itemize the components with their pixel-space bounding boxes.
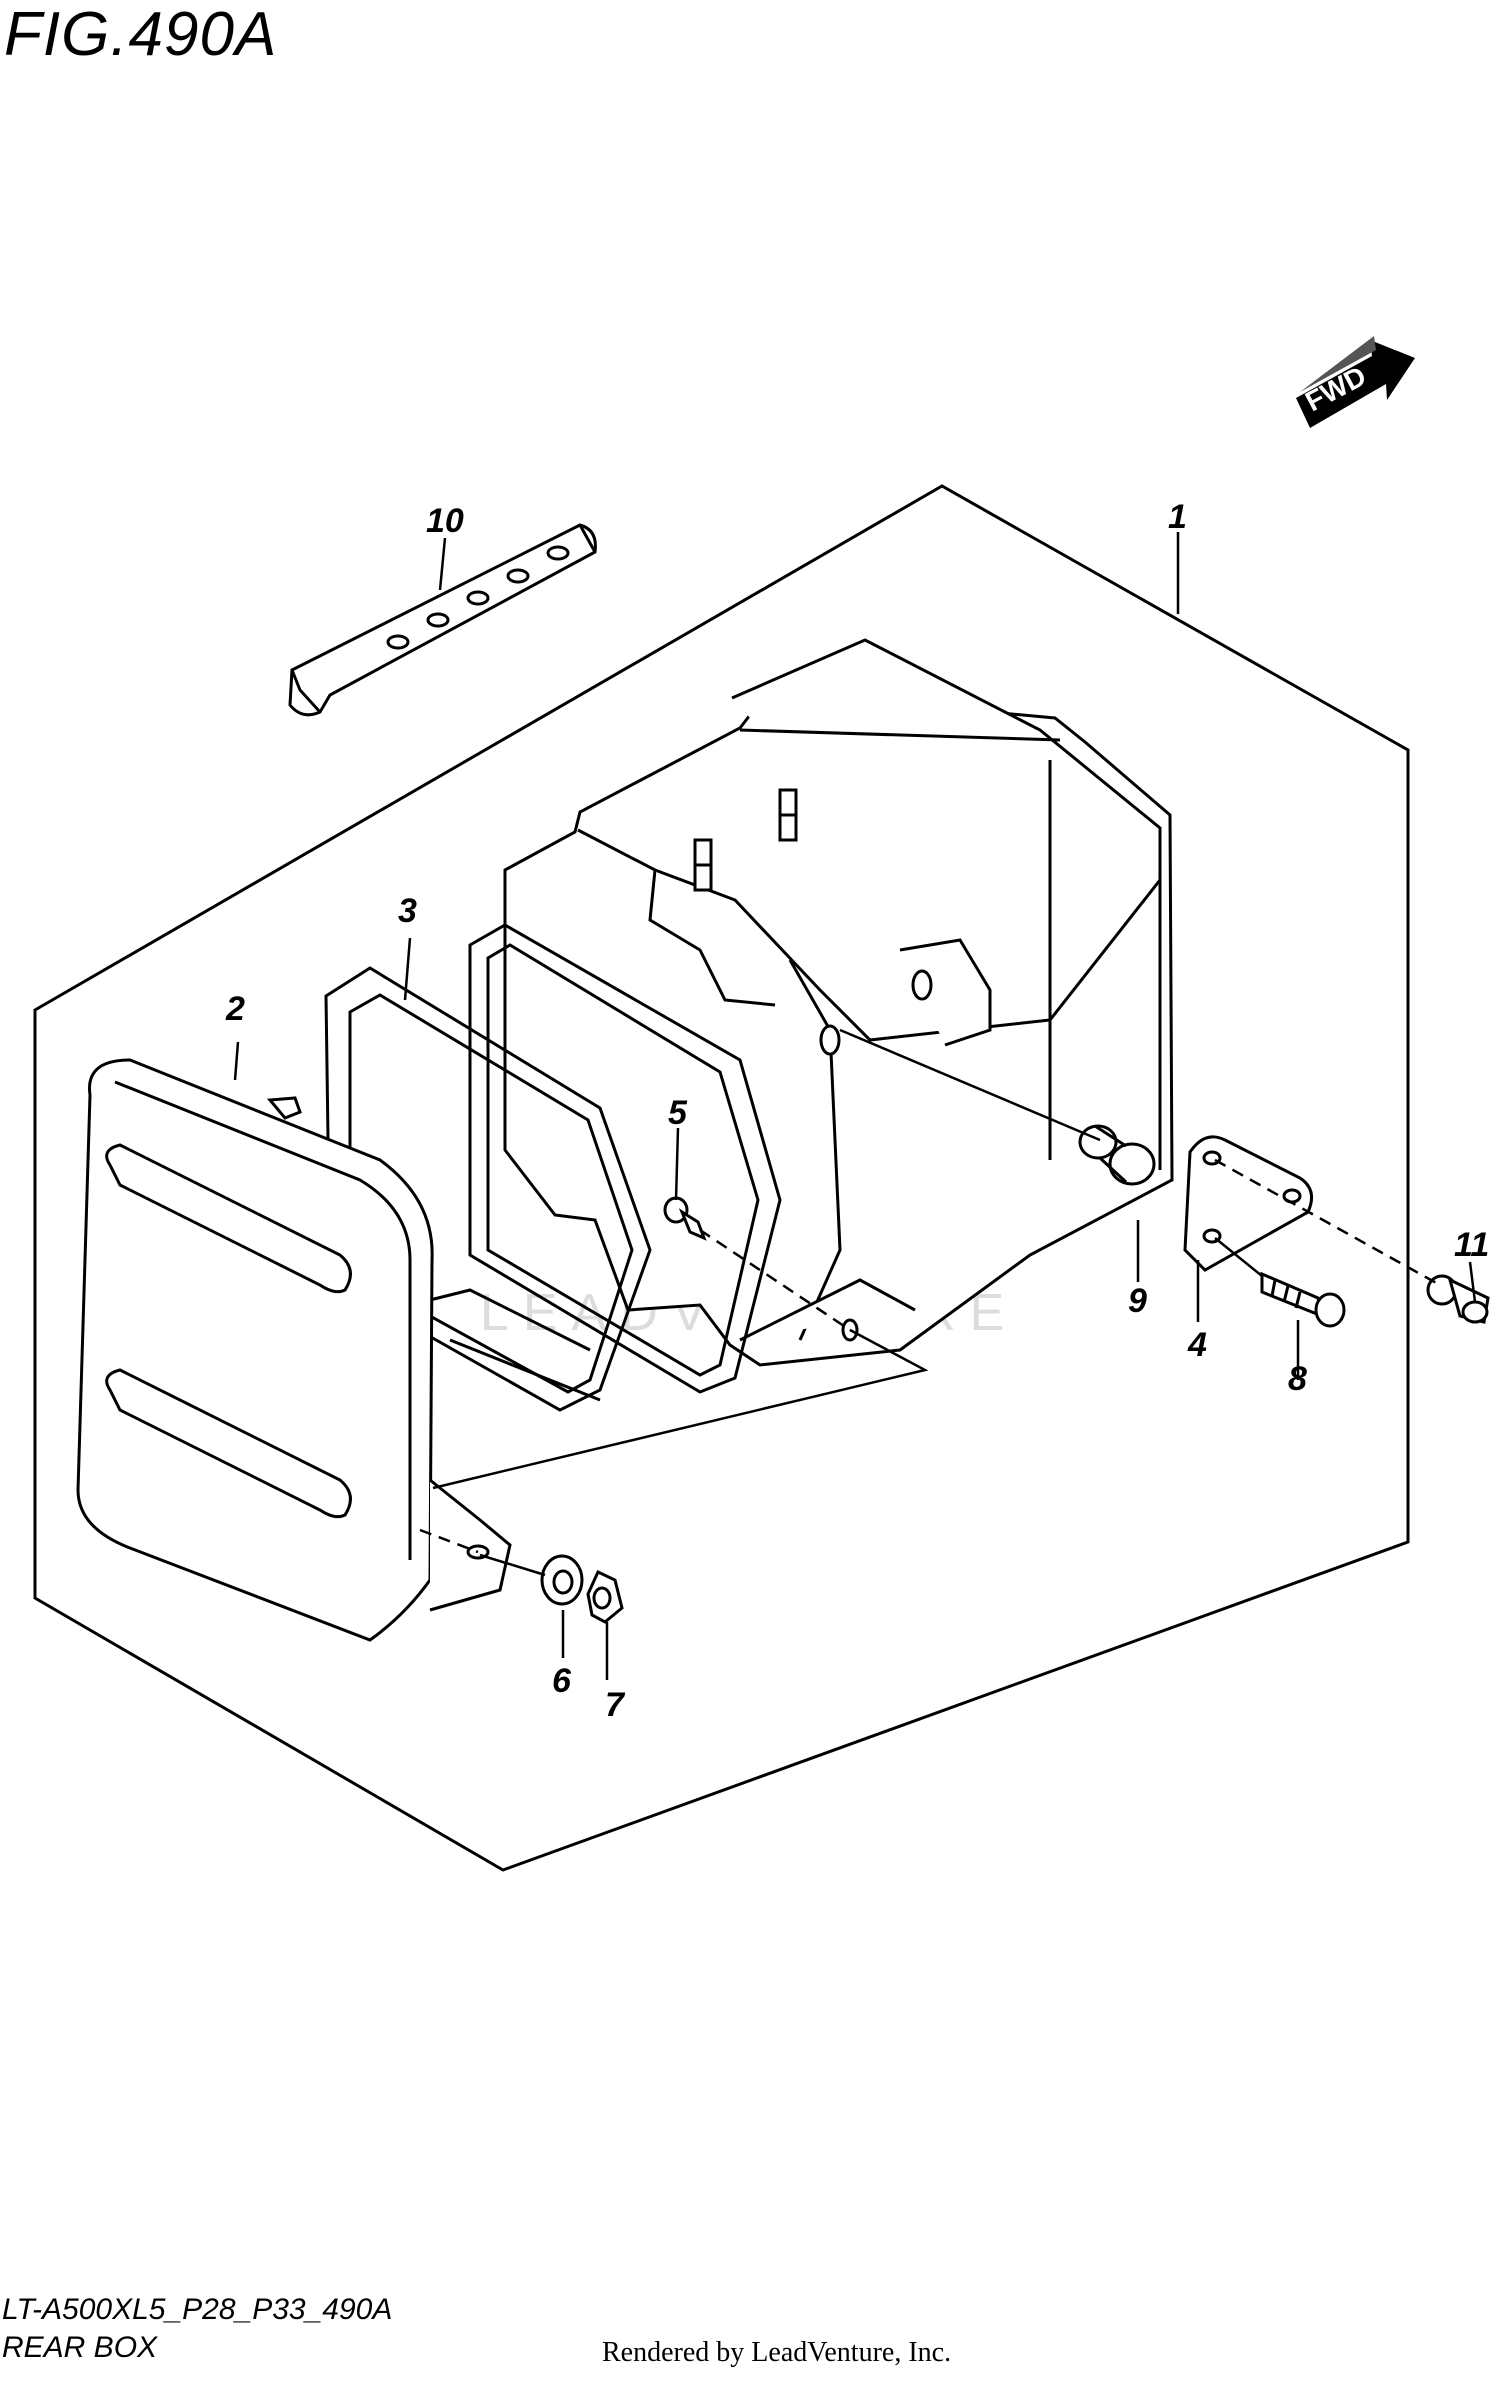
fwd-arrow-icon: FWD	[1296, 336, 1415, 428]
callout-2: 2	[225, 990, 245, 1028]
part-1-rear-box	[503, 638, 1174, 1367]
callout-6: 6	[552, 1662, 572, 1700]
rendered-by-credit: Rendered by LeadVenture, Inc.	[602, 2337, 952, 2368]
callout-7: 7	[605, 1686, 626, 1724]
part-7-nut	[586, 1569, 624, 1624]
diagram-code: LT-A500XL5_P28_P33_490A	[2, 2293, 393, 2326]
dashed-centerlines	[419, 1158, 1441, 1554]
solid-centerlines	[479, 1237, 1263, 1577]
diagram-name: REAR BOX	[2, 2331, 158, 2364]
callout-9: 9	[1128, 1282, 1147, 1320]
callout-11: 11	[1454, 1226, 1489, 1264]
part-8-bolt	[1260, 1271, 1346, 1328]
callout-4: 4	[1187, 1326, 1207, 1364]
part-11-nut	[1426, 1274, 1490, 1324]
callout-3: 3	[398, 892, 417, 930]
part-10-bracket	[288, 523, 597, 717]
leader-lines	[233, 532, 1477, 1680]
figure-title: FIG.490A	[4, 0, 278, 69]
part-2-lid	[76, 1058, 512, 1642]
part-6-washer	[540, 1554, 584, 1606]
callout-1: 1	[1168, 498, 1187, 536]
callout-8: 8	[1288, 1360, 1307, 1398]
assembly-boundary	[33, 484, 1410, 1872]
callout-10: 10	[426, 502, 464, 540]
callout-5: 5	[668, 1094, 688, 1132]
